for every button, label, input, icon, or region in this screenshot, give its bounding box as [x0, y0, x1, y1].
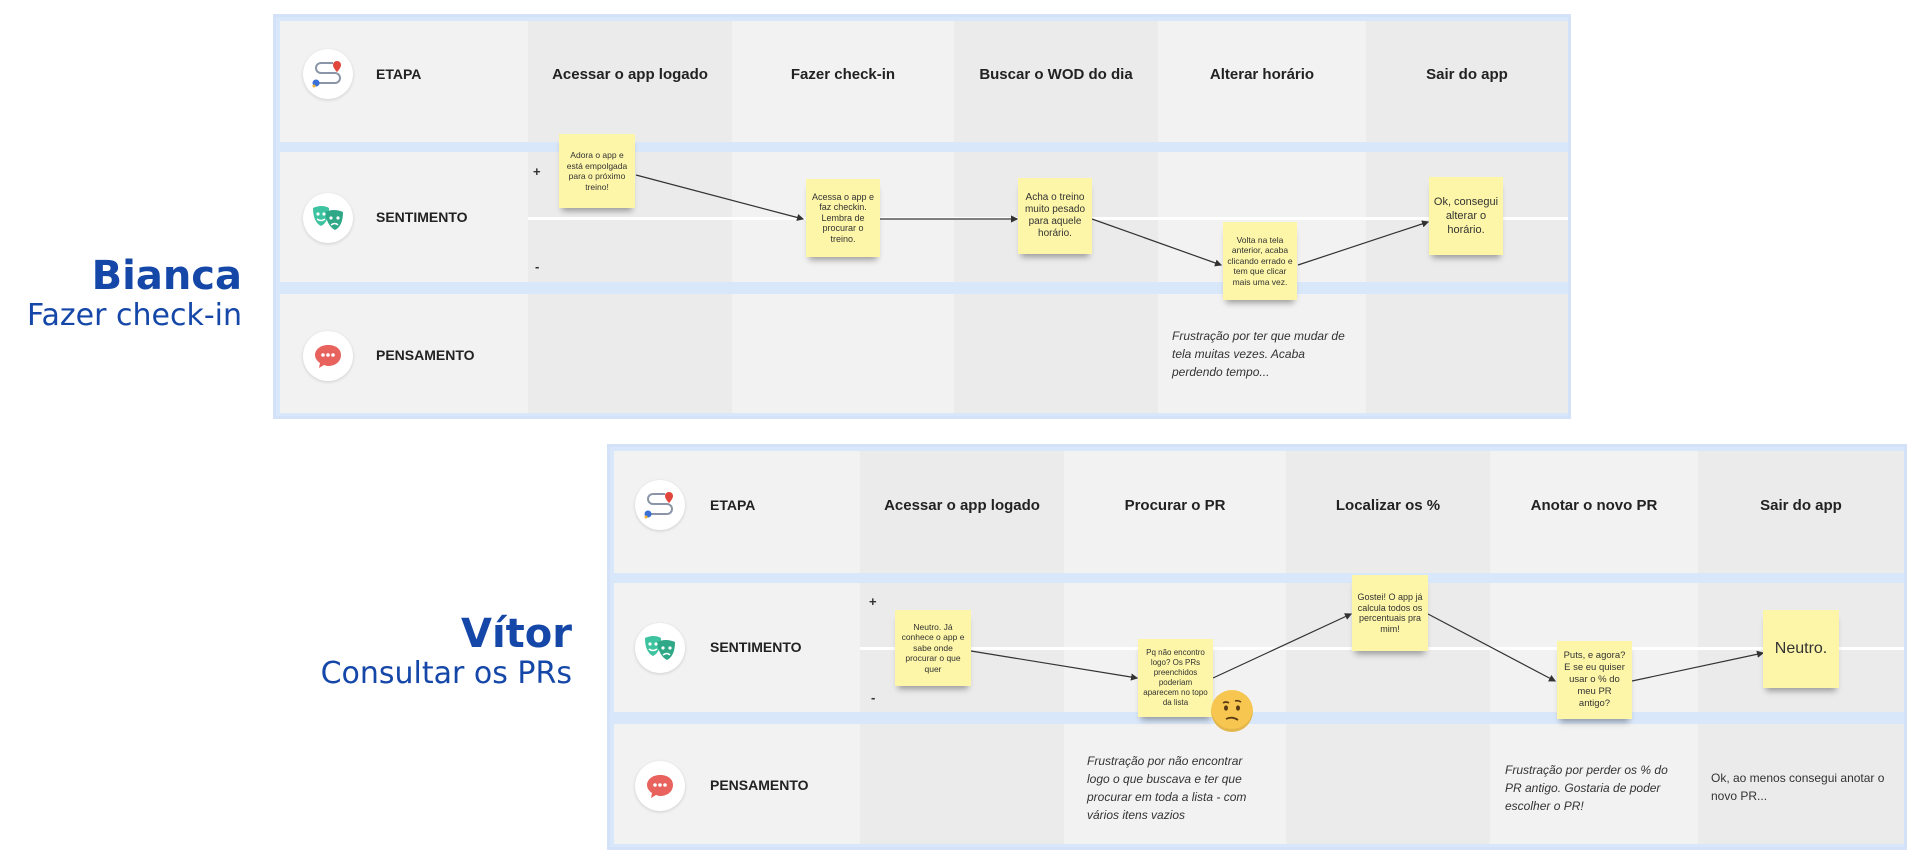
stage-header: Fazer check-in — [790, 66, 896, 83]
persona-name: Bianca — [91, 253, 242, 299]
persona-task: Consultar os PRs — [320, 656, 572, 691]
stage-cell — [528, 21, 732, 142]
stage-header: Acessar o app logado — [884, 497, 1040, 514]
row-label-etapa: ETAPA — [710, 497, 756, 513]
row-label-sentimento: SENTIMENTO — [376, 209, 468, 225]
stage-header: Alterar horário — [1209, 66, 1315, 83]
thought-text: Ok, ao menos consegui anotar o novo PR..… — [1711, 771, 1885, 803]
thought-cell — [1490, 724, 1698, 844]
persona-name: Vítor — [461, 611, 572, 657]
thought-cell — [1158, 294, 1366, 413]
stage-cell — [1490, 451, 1698, 573]
thought-cell — [954, 294, 1158, 413]
journey-board-vitor: ETAPA SENTIMENTO PENSAMENTO Acessar o ap… — [607, 444, 1907, 850]
route-map-icon — [635, 480, 685, 530]
thought-text: Frustração por perder os % do PR antigo.… — [1505, 763, 1668, 813]
theater-masks-icon — [635, 623, 685, 673]
thought-cell — [1698, 724, 1904, 844]
persona-task: Fazer check-in — [27, 298, 242, 333]
sticky-note: Puts, e agora? E se eu quiser usar o % d… — [1557, 641, 1632, 719]
stage-cell — [1366, 21, 1568, 142]
row-label-pensamento: PENSAMENTO — [376, 347, 475, 363]
stage-header: Sair do app — [1760, 497, 1842, 514]
stage-cell — [954, 21, 1158, 142]
stage-header: Localizar os % — [1335, 497, 1441, 514]
thought-cell — [1286, 724, 1490, 844]
row-label-pensamento: PENSAMENTO — [710, 777, 809, 793]
stage-header: Acessar o app logado — [552, 66, 708, 83]
persona-title-vitor: Vítor Consultar os PRs — [321, 612, 572, 692]
thought-cell — [528, 294, 732, 413]
sticky-note: Neutro. Já conhece o app e sabe onde pro… — [895, 610, 971, 686]
sticky-note: Pq não encontro logo? Os PRs preenchidos… — [1138, 639, 1213, 717]
stage-header: Buscar o WOD do dia — [979, 66, 1133, 83]
row-label-etapa: ETAPA — [376, 66, 422, 82]
sticky-note: Acha o treino muito pesado para aquele h… — [1018, 178, 1092, 254]
journey-board-bianca: ETAPA SENTIMENTO PENSAMENTO Acessar o ap… — [273, 14, 1571, 419]
negative-sign: - — [535, 259, 540, 274]
stage-header: Procurar o PR — [1124, 497, 1226, 514]
thought-cell — [1064, 724, 1286, 844]
stage-cell — [1286, 451, 1490, 573]
speech-bubble-icon — [303, 331, 353, 381]
stage-header: Anotar o novo PR — [1530, 497, 1658, 514]
positive-sign: + — [869, 594, 877, 609]
thought-cell — [860, 724, 1064, 844]
speech-bubble-icon — [635, 761, 685, 811]
sticky-note: Neutro. — [1763, 610, 1839, 688]
sticky-note: Acessa o app e faz checkin. Lembra de pr… — [806, 179, 880, 257]
stage-cell — [1698, 451, 1904, 573]
sticky-note: Ok, consegui alterar o horário. — [1429, 177, 1503, 255]
route-map-icon — [303, 49, 353, 99]
stage-header: Sair do app — [1426, 66, 1508, 83]
stage-cell — [1158, 21, 1366, 142]
theater-masks-icon — [303, 193, 353, 243]
stage-cell — [732, 21, 954, 142]
sticky-note: Gostei! O app já calcula todos os percen… — [1352, 575, 1428, 651]
row-label-sentimento: SENTIMENTO — [710, 639, 802, 655]
thought-cell — [732, 294, 954, 413]
thought-text: Frustração por não encontrar logo o que … — [1087, 754, 1247, 822]
sticky-note: Adora o app e está empolgada para o próx… — [559, 134, 635, 208]
stage-cell — [860, 451, 1064, 573]
confused-face-icon — [1211, 690, 1253, 732]
persona-title-bianca: Bianca Fazer check-in — [27, 254, 242, 334]
sticky-note: Volta na tela anterior, acaba clicando e… — [1223, 222, 1297, 300]
thought-text: Frustração por ter que mudar de tela mui… — [1172, 329, 1345, 379]
negative-sign: - — [871, 690, 876, 705]
stage-cell — [1064, 451, 1286, 573]
positive-sign: + — [533, 164, 541, 179]
thought-cell — [1366, 294, 1568, 413]
